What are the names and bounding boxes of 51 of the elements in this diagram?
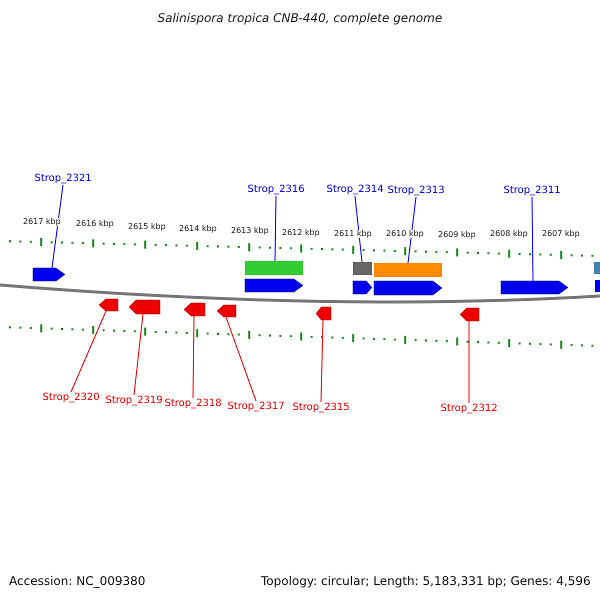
- gene-block: [32, 268, 66, 282]
- scale-label: 2612 kbp: [282, 229, 320, 237]
- scale-label: 2610 kbp: [386, 230, 424, 238]
- feature-bar: [374, 263, 442, 277]
- leader-line: [468, 320, 470, 404]
- feature-bar: [245, 261, 303, 275]
- gene-block: [460, 308, 480, 322]
- gene-label: Strop_2317: [228, 402, 285, 412]
- scale-label: 2613 kbp: [231, 227, 269, 235]
- leader-line: [532, 196, 534, 282]
- leader-line: [52, 184, 64, 268]
- gene-label: Strop_2313: [388, 186, 445, 196]
- leader-line: [408, 196, 416, 264]
- feature-bar: [595, 280, 600, 292]
- leader-line: [320, 320, 324, 402]
- scale-label: 2617 kbp: [23, 218, 61, 226]
- gene-label: Strop_2314: [326, 185, 384, 195]
- leader-line: [354, 196, 362, 262]
- scale-label: 2611 kbp: [334, 230, 372, 238]
- scale-label: 2616 kbp: [76, 220, 114, 228]
- gene-label: Strop_2321: [34, 174, 92, 184]
- scale-label: 2614 kbp: [179, 225, 217, 233]
- gene-block: [128, 300, 160, 314]
- genome-info-text: Topology: circular; Length: 5,183,331 bp; Genes: 4,596: [261, 575, 591, 587]
- leader-line: [226, 316, 256, 402]
- gene-label: Strop_2315: [292, 403, 350, 413]
- gene-label: Strop_2319: [106, 396, 163, 406]
- gene-label: Strop_2311: [504, 186, 561, 196]
- gene-block: [216, 304, 236, 318]
- accession-text: Accession: NC_009380: [9, 575, 146, 587]
- gene-block: [244, 278, 304, 292]
- gene-block: [352, 280, 372, 294]
- gene-block: [316, 306, 332, 320]
- feature-bar: [594, 262, 600, 274]
- scale-label: 2615 kbp: [128, 223, 166, 231]
- leader-line: [134, 314, 144, 396]
- scale-label: 2608 kbp: [490, 230, 528, 238]
- gene-block: [184, 302, 206, 316]
- gene-block: [98, 298, 118, 312]
- title: Salinispora tropica CNB-440, complete genome: [158, 12, 442, 24]
- gene-label: Strop_2318: [164, 399, 222, 409]
- leader-line: [70, 310, 106, 392]
- scale-label: 2607 kbp: [542, 230, 580, 238]
- leader-line: [274, 196, 276, 262]
- gene-label: Strop_2312: [440, 404, 498, 414]
- scale-label: 2609 kbp: [438, 231, 476, 239]
- feature-bar: [353, 262, 372, 275]
- gene-label: Strop_2320: [42, 393, 100, 403]
- gene-label: Strop_2316: [248, 185, 305, 195]
- gene-block: [500, 280, 568, 294]
- leader-line: [192, 316, 194, 398]
